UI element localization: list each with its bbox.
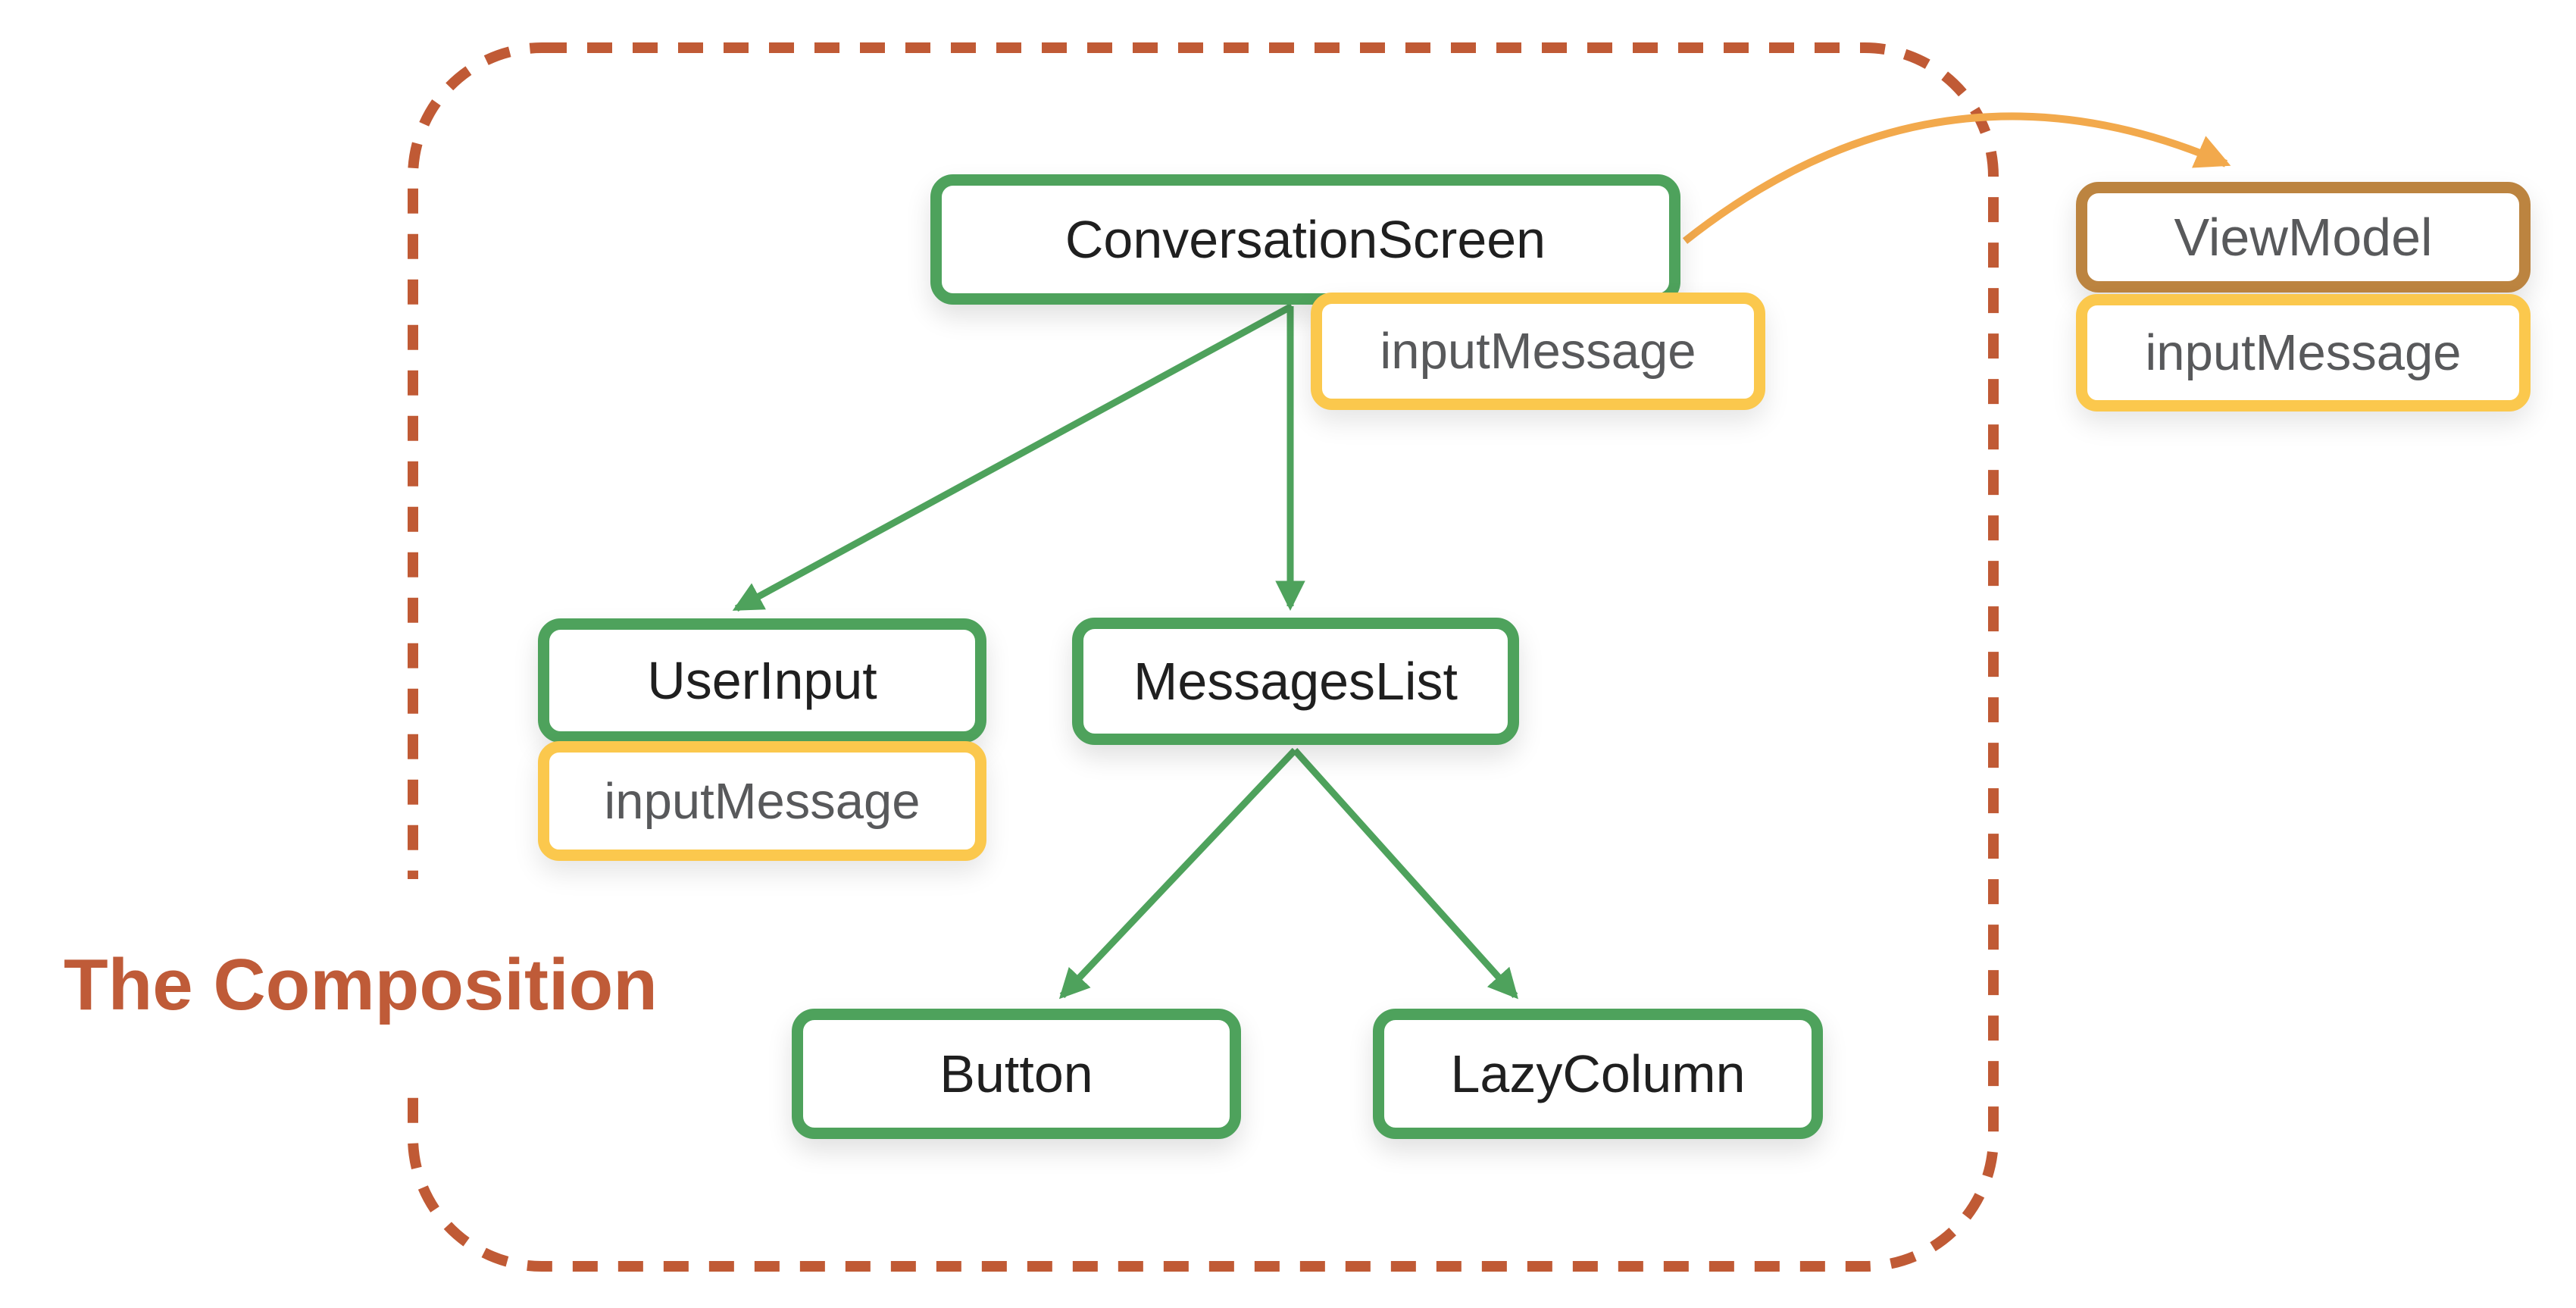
- node-user-input: UserInput: [538, 618, 986, 743]
- node-lazy-column-label: LazyColumn: [1450, 1044, 1746, 1103]
- state-badge-conversation-screen: inputMessage: [1311, 293, 1765, 410]
- edge-conversationscreen-userinput: [732, 303, 1294, 612]
- node-messages-list: MessagesList: [1072, 618, 1519, 745]
- edge-messageslist-button: [1058, 747, 1298, 1000]
- state-badge-view-model-label: inputMessage: [2145, 324, 2462, 381]
- node-user-input-label: UserInput: [647, 651, 877, 710]
- edge-messageslist-lazycolumn: [1292, 747, 1518, 1000]
- node-conversation-screen: ConversationScreen: [930, 174, 1680, 305]
- state-badge-user-input: inputMessage: [538, 741, 986, 861]
- node-button: Button: [792, 1009, 1241, 1139]
- node-view-model: ViewModel: [2076, 182, 2531, 293]
- edge-conversationscreen-viewmodel: [1682, 112, 2231, 244]
- node-conversation-screen-label: ConversationScreen: [1064, 210, 1546, 269]
- node-view-model-label: ViewModel: [2174, 208, 2433, 267]
- node-button-label: Button: [939, 1044, 1093, 1103]
- diagram-title: The Composition: [64, 944, 658, 1025]
- state-badge-view-model: inputMessage: [2076, 294, 2531, 411]
- boundary-gap-patch: [379, 879, 447, 1091]
- state-badge-user-input-label: inputMessage: [604, 772, 921, 830]
- node-lazy-column: LazyColumn: [1373, 1009, 1823, 1139]
- state-badge-conversation-screen-label: inputMessage: [1380, 323, 1696, 380]
- composition-boundary-dashed-border: [408, 42, 1999, 1272]
- node-messages-list-label: MessagesList: [1133, 652, 1458, 711]
